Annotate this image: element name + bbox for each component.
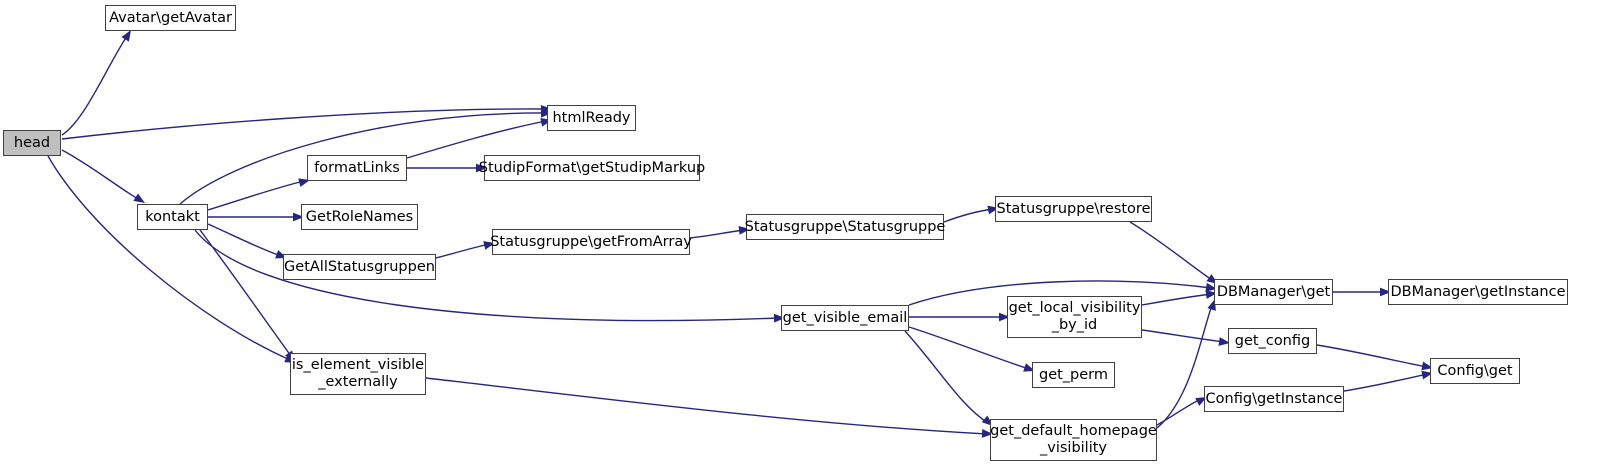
graph-edge-kontakt-isvis (199, 229, 292, 357)
graph-edge-isvis-gethome (425, 377, 988, 435)
graph-node-formatlinks[interactable]: formatLinks (307, 155, 407, 181)
graph-node-get_perm[interactable]: get_perm (1032, 362, 1115, 388)
graph-edge-gethome-configinst (1156, 398, 1202, 426)
graph-node-kontakt[interactable]: kontakt (137, 204, 208, 230)
graph-node-studipformat_getstudipmarkup[interactable]: StudipFormat\getStudipMarkup (479, 155, 705, 181)
graph-node-dbmanager_get[interactable]: DBManager\get (1214, 279, 1333, 305)
graph-edge-statusgruppe-restore (943, 208, 994, 223)
graph-edge-head-avatar (61, 35, 128, 136)
graph-node-statusgruppe_getfromarray[interactable]: Statusgruppe\getFromArray (490, 229, 692, 255)
graph-node-statusgruppe_restore[interactable]: Statusgruppe\restore (995, 196, 1152, 222)
graph-edge-getallstat-getfromarray (435, 243, 490, 259)
graph-node-statusgruppe_statusgruppe[interactable]: Statusgruppe\Statusgruppe (745, 214, 945, 240)
graph-node-is_element_visible_externally[interactable]: is_element_visible _externally (290, 353, 426, 395)
graph-node-getallstatusgruppen[interactable]: GetAllStatusgruppen (283, 254, 436, 280)
graph-node-avatar_getavatar[interactable]: Avatar\getAvatar (105, 5, 236, 31)
graph-edge-getlocal-getconfig (1141, 329, 1225, 343)
graph-edge-getfromarray-statusgruppe (689, 229, 745, 239)
graph-node-config_get[interactable]: Config\get (1430, 358, 1520, 384)
graph-node-get_config[interactable]: get_config (1228, 328, 1317, 354)
graph-node-get_default_homepage_visibility[interactable]: get_default_homepage _visibility (990, 419, 1157, 461)
graph-edge-kontakt-getallstat (207, 223, 282, 257)
graph-edge-getconfig-configget (1316, 344, 1428, 368)
graph-edge-head-htmlready (61, 108, 547, 140)
graph-edge-kontakt-formatlinks (207, 180, 305, 211)
graph-node-get_local_visibility_by_id[interactable]: get_local_visibility _by_id (1007, 296, 1142, 338)
graph-node-get_visible_email[interactable]: get_visible_email (781, 305, 909, 331)
graph-node-htmlready[interactable]: htmlReady (547, 105, 636, 131)
graph-edge-head-kontakt (61, 149, 139, 200)
graph-edge-restore-dbget (1129, 221, 1213, 281)
graph-node-head[interactable]: head (3, 130, 61, 156)
graph-edge-getvisemail-gethome (904, 330, 989, 424)
graph-node-dbmanager_getinstance[interactable]: DBManager\getInstance (1388, 279, 1568, 305)
graph-edge-formatlinks-htmlready (406, 120, 547, 159)
graph-edge-getlocal-dbget (1141, 293, 1212, 306)
graph-node-config_getinstance[interactable]: Config\getInstance (1204, 386, 1344, 412)
graph-node-getrolenames[interactable]: GetRoleNames (301, 204, 418, 230)
graph-edge-configinst-configget (1343, 373, 1428, 392)
graph-edge-head-isvis (47, 155, 291, 361)
